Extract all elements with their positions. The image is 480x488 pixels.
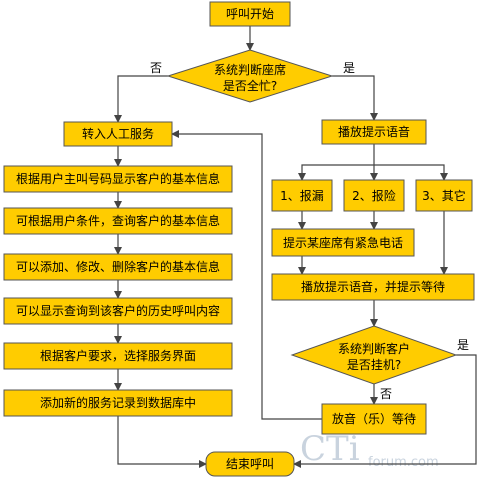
- play-prompt-label: 播放提示语音: [338, 124, 410, 139]
- busy-no-label: 否: [150, 61, 162, 75]
- start-node-label: 呼叫开始: [226, 7, 274, 21]
- edge-play-to-other: [374, 164, 448, 181]
- step-query-by-number-label: 根据用户主叫号码显示客户的基本信息: [16, 171, 220, 186]
- option-other-label: 3、其它: [422, 188, 466, 203]
- option-other-node: 3、其它: [415, 179, 473, 212]
- edge-hangup-yes: [293, 354, 477, 468]
- hangup-no-label: 否: [380, 387, 392, 401]
- step-history-node: 可以显示查询到该客户的历史呼叫内容: [3, 297, 233, 325]
- music-wait-node: 放音（乐）等待: [321, 403, 427, 435]
- step-query-by-condition-node: 可根据用户条件，查询客户的基本信息: [3, 207, 233, 235]
- play-prompt-node: 播放提示语音: [321, 119, 427, 145]
- step-select-ui-label: 根据客户要求，选择服务界面: [40, 348, 196, 363]
- option-insurance-node: 2、报险: [343, 179, 405, 212]
- end-node-label: 结束呼叫: [226, 457, 274, 471]
- music-wait-label: 放音（乐）等待: [332, 411, 416, 426]
- step-select-ui-node: 根据客户要求，选择服务界面: [3, 342, 233, 370]
- step-history-label: 可以显示查询到该客户的历史呼叫内容: [16, 303, 220, 318]
- step-edit-node: 可以添加、修改、删除客户的基本信息: [3, 253, 233, 281]
- emergency-call-node: 提示某座席有紧急电话: [271, 228, 415, 257]
- play-wait-node: 播放提示语音，并提示等待: [271, 273, 475, 301]
- decision-hangup: 系统判断客户 是否挂机?: [290, 325, 458, 385]
- edge-play-to-repair: [298, 144, 375, 181]
- manual-service-node: 转入人工服务: [63, 121, 173, 147]
- decision-seats-busy-label-line1: 系统判断座席: [214, 62, 286, 77]
- edge-step6-to-end: [117, 416, 207, 468]
- hangup-yes-label: 是: [457, 338, 469, 352]
- edge-busy-no: [114, 75, 168, 123]
- watermark: CTi forum.com: [300, 429, 439, 470]
- play-wait-label: 播放提示语音，并提示等待: [301, 279, 445, 294]
- start-node: 呼叫开始: [209, 1, 291, 27]
- edge-busy-yes: [332, 75, 378, 121]
- watermark-small-text: forum.com: [368, 455, 439, 470]
- step-edit-label: 可以添加、修改、删除客户的基本信息: [16, 259, 220, 274]
- edge-music-to-manual: [171, 130, 322, 420]
- decision-seats-busy-label-line2: 是否全忙?: [223, 78, 277, 93]
- step-add-record-label: 添加新的服务记录到数据库中: [40, 395, 196, 410]
- decision-hangup-label-line1: 系统判断客户: [338, 341, 410, 356]
- option-repair-node: 1、报漏: [271, 179, 333, 212]
- busy-yes-label: 是: [343, 61, 355, 75]
- manual-service-label: 转入人工服务: [82, 126, 154, 141]
- connectors: [114, 26, 477, 468]
- step-query-by-condition-label: 可根据用户条件，查询客户的基本信息: [16, 213, 220, 228]
- end-node: 结束呼叫: [205, 451, 295, 477]
- decision-seats-busy: 系统判断座席 是否全忙?: [166, 49, 334, 103]
- watermark-big-text: CTi: [300, 429, 360, 469]
- option-insurance-label: 2、报险: [352, 188, 396, 203]
- step-add-record-node: 添加新的服务记录到数据库中: [3, 389, 233, 417]
- step-query-by-number-node: 根据用户主叫号码显示客户的基本信息: [3, 165, 233, 193]
- emergency-call-label: 提示某座席有紧急电话: [283, 235, 403, 250]
- decision-hangup-label-line2: 是否挂机?: [347, 358, 401, 372]
- option-repair-label: 1、报漏: [280, 188, 324, 203]
